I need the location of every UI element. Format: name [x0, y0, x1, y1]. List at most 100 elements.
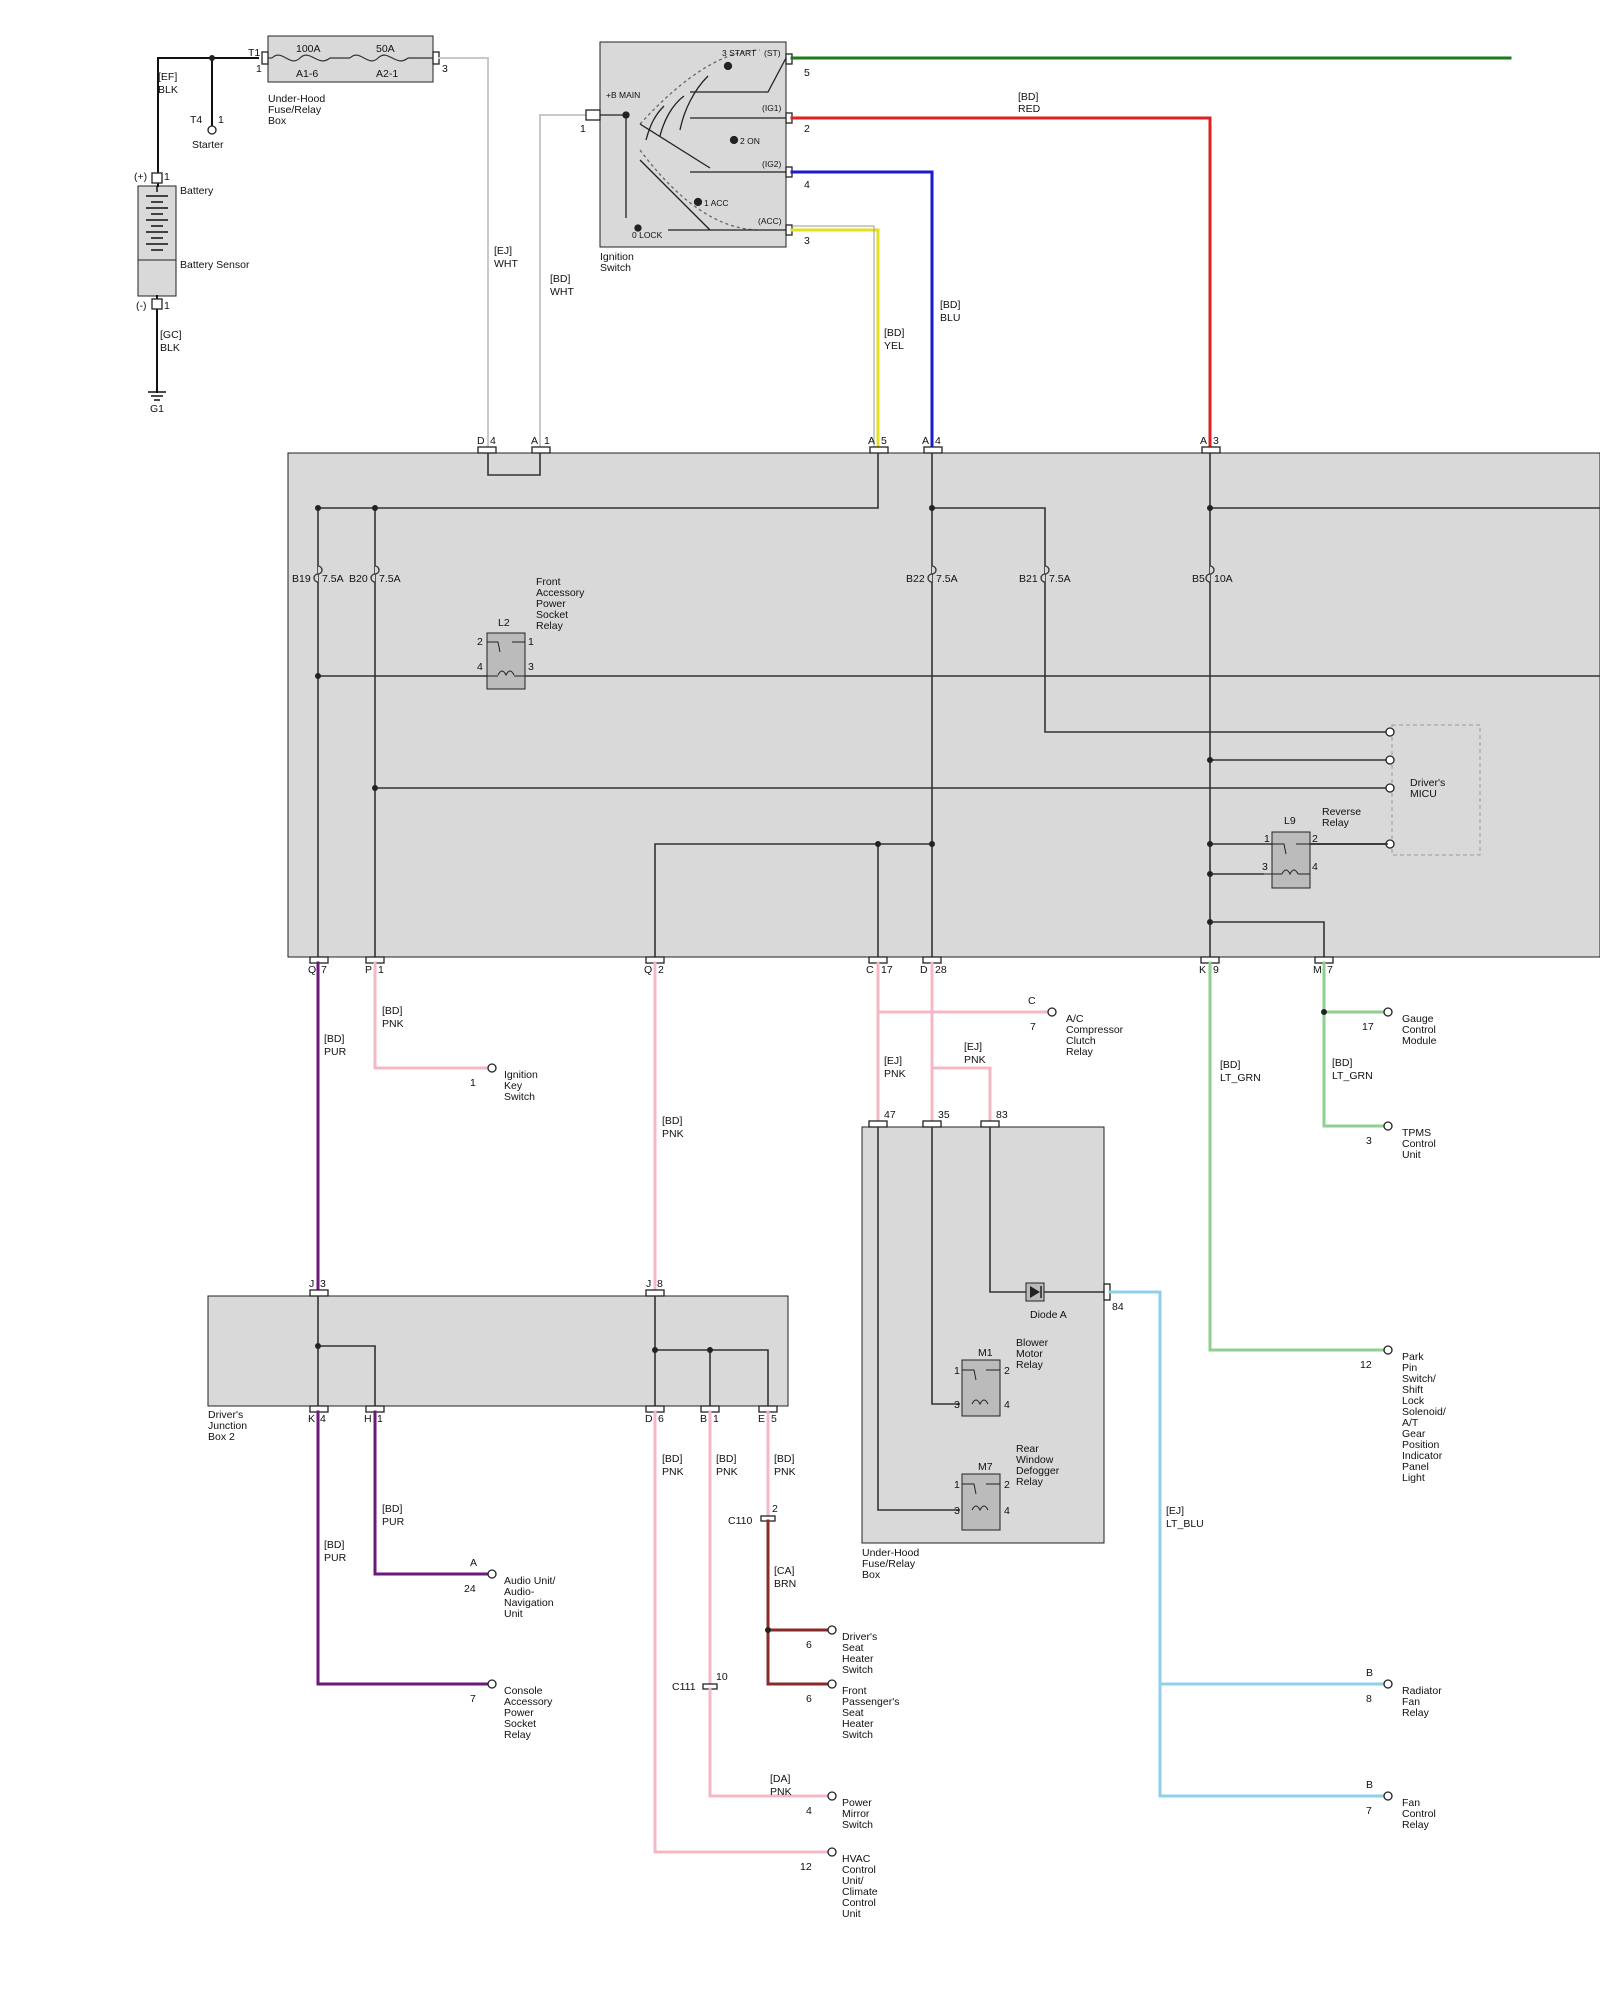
- relay-m7-pin: 2: [1004, 1479, 1010, 1491]
- audio-conn: A: [470, 1557, 477, 1569]
- main-bottom-pin: Q: [308, 964, 316, 976]
- fuse-id: B21: [1019, 573, 1038, 585]
- relay-l9-pin: 1: [1264, 833, 1270, 845]
- ign-pin: 3: [804, 235, 810, 247]
- main-top-pin: A: [531, 435, 538, 447]
- main-bottom-pin: 17: [881, 964, 893, 976]
- relay-m7-id: M7: [978, 1461, 993, 1473]
- relay-m7-icon: [961, 1473, 1001, 1531]
- relay-m1-label: Blower: [1016, 1337, 1049, 1349]
- audio-pin: 24: [464, 1583, 476, 1595]
- park-label-line: Indicator: [1402, 1450, 1443, 1462]
- tpms-pin: 3: [1366, 1135, 1372, 1147]
- battery-label: Battery: [180, 185, 214, 197]
- diode-label: Diode A: [1030, 1309, 1067, 1321]
- jb2-top-pin: 8: [657, 1278, 663, 1290]
- tpms-label: Unit: [1402, 1149, 1421, 1161]
- ign-pin-in: 1: [580, 123, 586, 135]
- wire-bd-pur-k: [316, 1410, 490, 1686]
- fan-pin: 7: [1366, 1805, 1372, 1817]
- main-bottom-pin: 9: [1213, 964, 1219, 976]
- relay-m7-label: Relay: [1016, 1476, 1044, 1488]
- wire-label: [BD]: [324, 1539, 345, 1551]
- mirror-label: Power: [842, 1797, 872, 1809]
- mirror-label: Mirror: [842, 1808, 870, 1820]
- mirror-pin: 4: [806, 1805, 812, 1817]
- audio-label: Navigation: [504, 1597, 554, 1609]
- jb2-bottom-pin: B: [700, 1413, 707, 1425]
- main-bottom-pin: 7: [321, 964, 327, 976]
- relay-l2-label: Socket: [536, 609, 568, 621]
- park-label-line: Position: [1402, 1439, 1440, 1451]
- jb2-top-pin: J: [646, 1278, 651, 1290]
- main-top-pin: 4: [935, 435, 941, 447]
- wire-bd-ltgrn-k: [1208, 961, 1386, 1352]
- drv-seat-label: Heater: [842, 1653, 874, 1665]
- main-top-pin: 5: [881, 435, 887, 447]
- fuse-amp: 10A: [1214, 573, 1233, 585]
- uh2-label: Box: [862, 1569, 881, 1581]
- main-bottom-pin: Q: [644, 964, 652, 976]
- jb2-label: Junction: [208, 1420, 247, 1432]
- wire-label: BRN: [774, 1578, 796, 1590]
- jb2-top-pin: 3: [320, 1278, 326, 1290]
- hvac-label: Unit/: [842, 1875, 864, 1887]
- main-bottom-pin: P: [365, 964, 372, 976]
- relay-l9-label: Reverse: [1322, 806, 1361, 818]
- wire-label: PNK: [770, 1786, 792, 1798]
- relay-l9-label: Relay: [1322, 817, 1350, 829]
- wire-label: [BD]: [662, 1453, 683, 1465]
- wire-label: PNK: [662, 1466, 684, 1478]
- wire-bd-ltgrn-m: [1322, 961, 1386, 1128]
- main-bottom-pin: 7: [1327, 964, 1333, 976]
- uh2-label: Under-Hood: [862, 1547, 919, 1559]
- ignition-switch-icon: [600, 49, 787, 232]
- uh2-pin-out: 84: [1112, 1301, 1124, 1313]
- relay-l2-pin: 3: [528, 661, 534, 673]
- drivers-junction-box-2: [207, 1295, 789, 1407]
- console-label: Relay: [504, 1729, 532, 1741]
- c110-conn: C110: [728, 1515, 752, 1527]
- c110-pin: 2: [772, 1503, 778, 1515]
- jb2-bottom-pin: K: [308, 1413, 315, 1425]
- drv-seat-label: Driver's: [842, 1631, 877, 1643]
- fuse-amp: 7.5A: [1049, 573, 1071, 585]
- key-switch-label: Ignition: [504, 1069, 538, 1081]
- main-bottom-pin: K: [1199, 964, 1206, 976]
- wire-bd-pur-h: [373, 1410, 490, 1576]
- ign-terminal: (ACC): [758, 216, 782, 226]
- wire-label-ef-color: BLK: [158, 84, 178, 96]
- console-pin: 7: [470, 1693, 476, 1705]
- wire-label-ef: [EF]: [158, 71, 177, 83]
- wire-label: PNK: [964, 1054, 986, 1066]
- relay-m7-pin: 3: [954, 1505, 960, 1517]
- park-label-line: Panel: [1402, 1461, 1429, 1473]
- ign-terminal: (IG1): [762, 103, 782, 113]
- wire-label: PUR: [324, 1552, 347, 1564]
- wire-label: LT_GRN: [1220, 1072, 1261, 1084]
- park-label-line: Shift: [1402, 1384, 1423, 1396]
- relay-m1-id: M1: [978, 1347, 993, 1359]
- wire-label: [CA]: [774, 1565, 795, 1577]
- wire-label: PNK: [716, 1466, 738, 1478]
- micu-label: MICU: [1410, 788, 1437, 800]
- ac-relay-pin: 7: [1030, 1021, 1036, 1033]
- park-pin-label: Park Pin Switch/ Shift Lock Solenoid/ A/…: [1402, 1351, 1446, 1484]
- ign-pin: 2: [804, 123, 810, 135]
- fuse-top-pin-out: 3: [442, 63, 448, 75]
- wire-label-ej-wht: [EJ]: [494, 245, 512, 257]
- park-label-line: A/T: [1402, 1417, 1419, 1429]
- relay-m7-label: Window: [1016, 1454, 1054, 1466]
- ac-relay-label: Relay: [1066, 1046, 1094, 1058]
- wire-label-bd-wht: [BD]: [550, 273, 571, 285]
- ac-relay-label: Compressor: [1066, 1024, 1124, 1036]
- wire-label: PUR: [382, 1516, 405, 1528]
- hvac-label: Climate: [842, 1886, 878, 1898]
- main-bottom-pin: C: [866, 964, 874, 976]
- fuse2-id: A2-1: [376, 68, 398, 80]
- wire-label-blu: BLU: [940, 312, 960, 324]
- fuse-amp: 7.5A: [936, 573, 958, 585]
- relay-l9-id: L9: [1284, 815, 1296, 827]
- fan-label: Relay: [1402, 1819, 1430, 1831]
- hvac-label: Control: [842, 1864, 876, 1876]
